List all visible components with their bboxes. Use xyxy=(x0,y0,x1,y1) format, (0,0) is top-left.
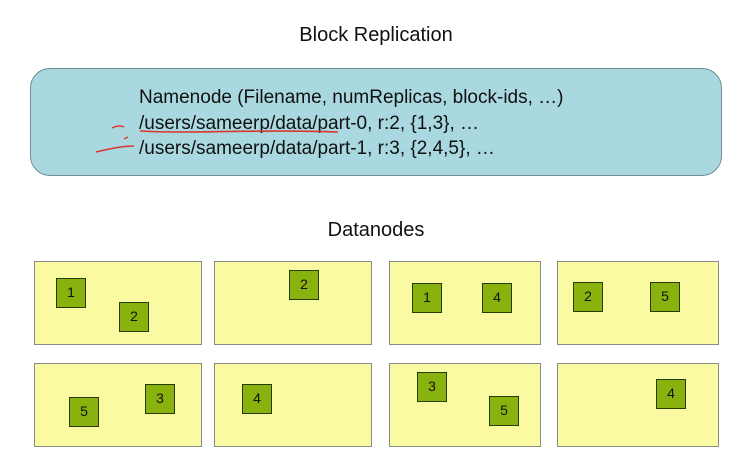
block: 5 xyxy=(489,396,519,426)
datanode: 3 5 xyxy=(389,363,541,447)
datanode: 4 xyxy=(214,363,372,447)
block: 1 xyxy=(412,283,442,313)
block: 4 xyxy=(242,384,272,414)
namenode-header: Namenode (Filename, numReplicas, block-i… xyxy=(139,87,564,108)
block: 5 xyxy=(650,282,680,312)
diagram-title: Block Replication xyxy=(299,24,453,46)
block: 3 xyxy=(145,384,175,414)
block: 1 xyxy=(56,278,86,308)
block: 5 xyxy=(69,397,99,427)
datanode: 2 xyxy=(214,261,372,345)
block: 2 xyxy=(119,302,149,332)
block: 2 xyxy=(573,282,603,312)
datanode: 2 5 xyxy=(557,261,719,345)
block: 4 xyxy=(656,379,686,409)
namenode-entry-part-0: /users/sameerp/data/part-0, r:2, {1,3}, … xyxy=(139,113,480,134)
block: 3 xyxy=(417,372,447,402)
namenode-box: Namenode (Filename, numReplicas, block-i… xyxy=(30,68,722,176)
datanode: 1 4 xyxy=(389,261,541,345)
block: 4 xyxy=(482,283,512,313)
namenode-entry-part-1: /users/sameerp/data/part-1, r:3, {2,4,5}… xyxy=(139,138,495,159)
datanodes-label: Datanodes xyxy=(327,219,425,241)
datanode: 5 3 xyxy=(34,363,202,447)
datanode: 1 2 xyxy=(34,261,202,345)
datanode: 4 xyxy=(557,363,719,447)
block: 2 xyxy=(289,270,319,300)
